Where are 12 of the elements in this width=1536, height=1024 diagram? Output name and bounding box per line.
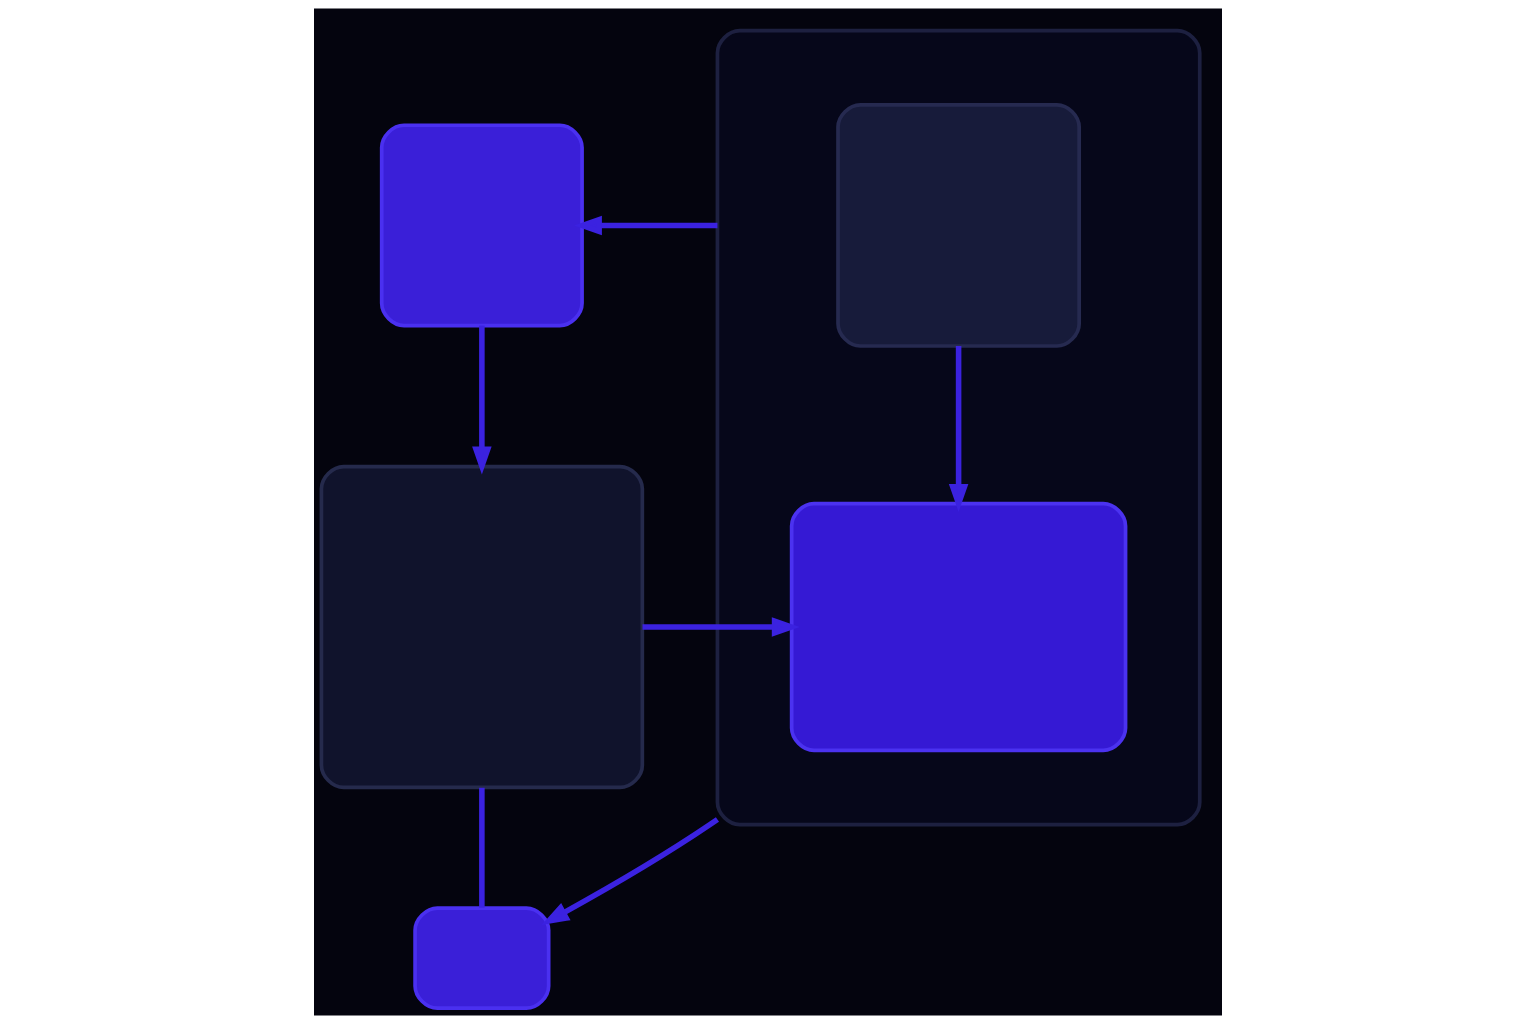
connector [479,787,485,908]
arrow [948,346,969,512]
node-box [789,501,1128,753]
arrow [541,817,720,925]
arrow [642,617,800,637]
node-box [379,123,584,328]
arrow [574,215,718,236]
arrow [472,325,492,475]
node-box [319,464,645,790]
cluster [715,28,1202,827]
node-box [413,906,551,1011]
node-box [836,103,1082,348]
